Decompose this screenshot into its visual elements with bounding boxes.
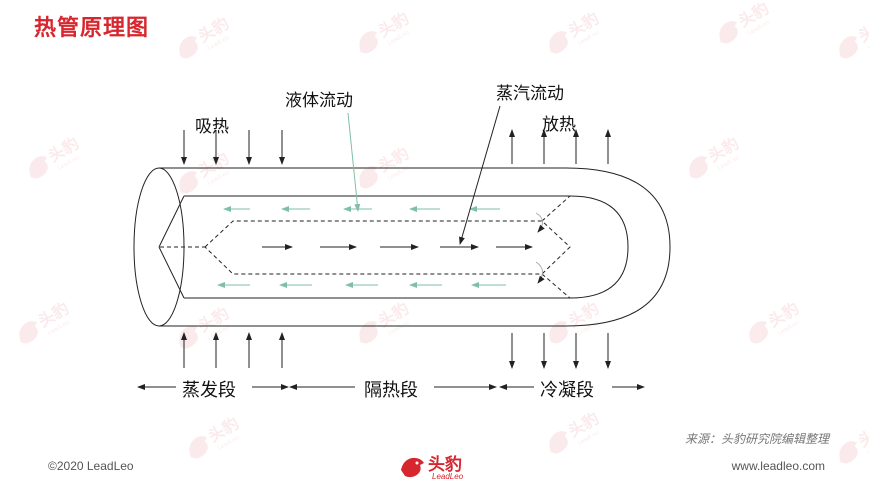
vapor-core-boundary	[160, 195, 571, 299]
footer-website[interactable]: www.leadleo.com	[731, 459, 825, 473]
liquid-flow-leader	[347, 112, 361, 212]
vapor-flow-label: 蒸汽流动	[496, 84, 564, 104]
source-note: 来源：头豹研究院编辑整理	[684, 432, 829, 446]
condensation-return-arrows	[535, 212, 545, 284]
liquid-flow-label: 液体流动	[285, 91, 353, 111]
logo-text: 头豹	[428, 455, 462, 475]
heat-release-top-arrows	[509, 129, 611, 164]
evaporation-section-label: 蒸发段	[182, 380, 236, 401]
wick-surface	[158, 195, 629, 299]
footer-logo: 头豹 LeadLeo	[398, 448, 488, 488]
heat-release-label: 放热	[542, 115, 576, 135]
heat-absorb-bottom-arrows	[181, 332, 285, 368]
vapor-flow-leader	[459, 105, 501, 245]
logo-subtext: LeadLeo	[432, 472, 464, 481]
page-title: 热管原理图	[34, 16, 150, 41]
heat-release-bottom-arrows	[509, 333, 611, 369]
pipe-outer-shell	[133, 167, 671, 327]
leopard-logo-icon	[401, 457, 424, 478]
footer-copyright: ©2020 LeadLeo	[48, 459, 134, 473]
condensation-section-label: 冷凝段	[540, 380, 594, 401]
heat-absorb-top-arrows	[181, 130, 285, 165]
heat-absorb-label: 吸热	[195, 117, 229, 137]
liquid-flow-arrows	[217, 206, 506, 288]
adiabatic-section-label: 隔热段	[364, 380, 418, 401]
